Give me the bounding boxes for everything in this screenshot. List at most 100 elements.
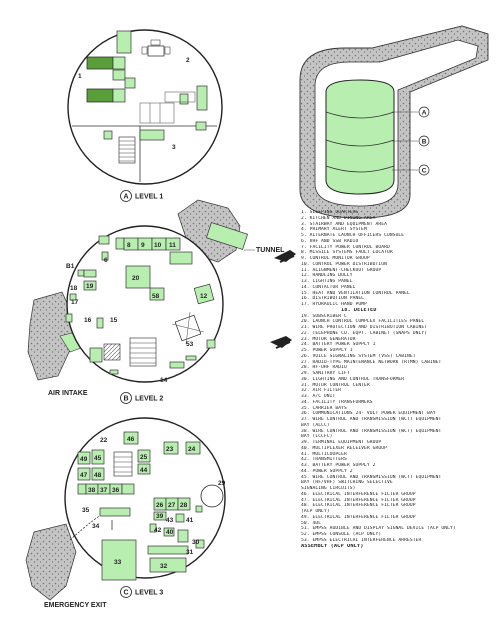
legend-item: BAY (ALCC) <box>301 422 330 428</box>
legend-item: ASSEMBLY (ACP ONLY) <box>301 543 364 549</box>
level1-marker-1: 1 <box>78 73 82 80</box>
legend-item: 43. BATTERY POWER SUPPLY 2 <box>301 463 376 468</box>
pointer-hand-icon-2 <box>270 336 292 349</box>
legend-item: 38. WIRE CONTROL AND TRANSMISSION (WCT) … <box>301 428 442 434</box>
level1-marker-3: 3 <box>172 144 176 151</box>
legend-item: 24. BATTERY POWER SUPPLY 1 <box>301 342 376 348</box>
legend-item: 37. WIRE CONTROL AND TRANSMISSION (WCT) … <box>301 417 442 422</box>
legend-item: 39. TERMINAL EQUIPMENT GROUP <box>301 440 382 445</box>
legend-item: 6. VHF AND SSB RADIO <box>301 238 359 244</box>
level3-marker-33: 33 <box>114 559 122 566</box>
level1-label: LEVEL 1 <box>135 194 163 201</box>
level3-marker-24: 24 <box>188 446 196 453</box>
legend-item: 41. MULTICOUPLER <box>301 451 347 457</box>
legend-item: 22. TELEPHONE CO. EQPT. CABINET (SNAPS O… <box>301 330 428 336</box>
level2-marker-20: 20 <box>132 275 140 282</box>
legend-item: 32. AIR FILTER <box>301 388 342 394</box>
legend-item: 46. ELECTRICAL INTERFERENCE FILTER GROUP <box>301 491 416 497</box>
level2-marker-12: 12 <box>200 293 208 300</box>
legend-item: 3. STAIRWAY AND EQUIPMENT AREA <box>301 221 387 227</box>
level-1-plan: 1 2 3 <box>67 29 223 185</box>
section-marker-c: C <box>422 168 427 175</box>
level2-marker-18: 18 <box>70 285 78 292</box>
legend-item: 31. MOTOR CONTROL CENTER <box>301 382 370 388</box>
legend-item: BAY (HF/VHF) SWITCHING SELECTIVE <box>301 480 393 486</box>
level3-marker-23: 23 <box>166 446 174 453</box>
level3-marker-26: 26 <box>156 502 164 509</box>
legend-item: 40. MULTIPLEXER RECEIVER GROUP <box>301 445 387 451</box>
legend-item: 7. FACILITY POWER CONTROL BOARD <box>301 244 390 250</box>
level3-marker-28: 28 <box>180 502 188 509</box>
legend-item: 53. EMPSS ELECTRICAL INTERFERENCE ARREST… <box>301 537 422 543</box>
legend-item: 17. HYDRAULIC HAND PUMP <box>301 302 367 307</box>
emergency-exit-label: EMERGENCY EXIT <box>44 602 107 609</box>
legend-item: 42. TRANSMITTERS <box>301 457 347 463</box>
level2-marker-58: 58 <box>152 293 160 300</box>
legend-item: 13. LIGHTING PANEL <box>301 279 353 284</box>
level2-marker-16: 16 <box>84 317 92 324</box>
level2-marker-17: 17 <box>71 299 79 306</box>
level2-marker-14: 14 <box>160 377 168 384</box>
level1-marker-2: 2 <box>186 57 190 64</box>
level3-label: LEVEL 3 <box>135 590 163 597</box>
level2-marker-8: 8 <box>127 242 131 249</box>
level3-marker-48: 48 <box>94 472 102 479</box>
level3-marker-39: 39 <box>156 513 164 520</box>
legend-item: 23. MOTOR GENERATOR <box>301 336 356 342</box>
legend-item: 14. CONTACTOR PANEL <box>301 284 356 290</box>
legend-item: 1. SLEEPING QUARTERS <box>301 210 359 215</box>
level3-marker-22: 22 <box>100 437 108 444</box>
legend-item: 29. SANITARY LIFT <box>301 371 350 376</box>
legend-item: 18. DELETED <box>341 307 377 313</box>
legend-item: 51. EMPSS AUDIBLE AND DISPLAY SIGNAL DEV… <box>301 526 456 532</box>
level2-label: LEVEL 2 <box>135 396 163 403</box>
level3-marker-40: 40 <box>166 529 174 536</box>
legend-item: 12. HANDLING DOLLY <box>301 273 353 279</box>
legend-item: 44. POWER SUPPLY 2 <box>301 468 353 474</box>
level3-marker-44: 44 <box>140 467 148 474</box>
level2-letter: B <box>124 396 129 403</box>
level3-marker-41: 41 <box>186 517 194 524</box>
legend-item: 26. VOICE SIGNALING SYSTEM (VSS) CABINET <box>301 353 416 359</box>
legend-item: 8. MISSILE SYSTEMS FAULT LOCATOR <box>301 250 393 256</box>
level2-marker-19: 19 <box>86 283 94 290</box>
legend-item: 45. WIRE CONTROL AND TRANSMISSION (WCT) … <box>301 474 442 480</box>
level3-marker-27: 27 <box>168 502 176 509</box>
level3-letter: C <box>124 590 129 597</box>
level3-marker-49: 49 <box>80 456 88 463</box>
level3-marker-31: 31 <box>186 549 194 556</box>
level2-callout-b51: B1 <box>66 263 75 270</box>
legend-item: 47. ELECTRICAL INTERFERENCE FILTER GROUP <box>301 497 416 503</box>
level3-marker-37: 37 <box>100 487 108 494</box>
pointer-hand-icon <box>274 250 296 263</box>
legend-item: 27. RADIO-TYPE MAINTENANCE NETWORK (RTMN… <box>301 359 442 365</box>
legend-item: 30. LIGHTING AND CONTROL TRANSFORMER <box>301 376 405 382</box>
level3-marker-42: 42 <box>154 527 162 534</box>
legend-item: 36. COMMUNICATIONS 24- VOLT POWER EQUIPM… <box>301 411 436 417</box>
level-3-plan: 46 22 23 24 25 44 49 47 48 45 38 37 36 2… <box>25 417 226 609</box>
legend-item: 21. WIRE PROTECTION AND DISTRIBUTION CAB… <box>301 325 428 330</box>
level3-marker-43: 43 <box>166 517 174 524</box>
level3-marker-38: 38 <box>88 487 96 494</box>
level3-marker-32: 32 <box>160 563 168 570</box>
legend-item: 11. ALIGNMENT-CHECKOUT GROUP <box>301 267 382 273</box>
level2-marker-6: 6 <box>104 257 108 264</box>
legend-item: 25. POWER SUPPLY 1 <box>301 348 353 353</box>
legend-item: 33. A/C UNIT <box>301 394 336 399</box>
legend-item: 20. LAUNCH CONTROL COMPLEX FACILITIES PA… <box>301 319 425 325</box>
legend-item: 35. CARRIER BAYS <box>301 405 347 411</box>
level3-marker-36: 36 <box>112 487 120 494</box>
legend-item: (ACP ONLY) <box>301 509 330 514</box>
level3-marker-47: 47 <box>80 472 88 479</box>
level3-marker-34: 34 <box>92 523 100 530</box>
legend-item: 4. PRIMARY ALERT SYSTEM <box>301 227 367 233</box>
legend-item: 28. HF-UHF RADIO <box>301 365 347 371</box>
section-marker-b: B <box>422 139 427 146</box>
level3-marker-46: 46 <box>127 436 135 443</box>
section-marker-a: A <box>422 110 427 117</box>
legend-item: 16. DISTRIBUTION PANEL <box>301 296 365 302</box>
level1-letter: A <box>124 194 129 201</box>
